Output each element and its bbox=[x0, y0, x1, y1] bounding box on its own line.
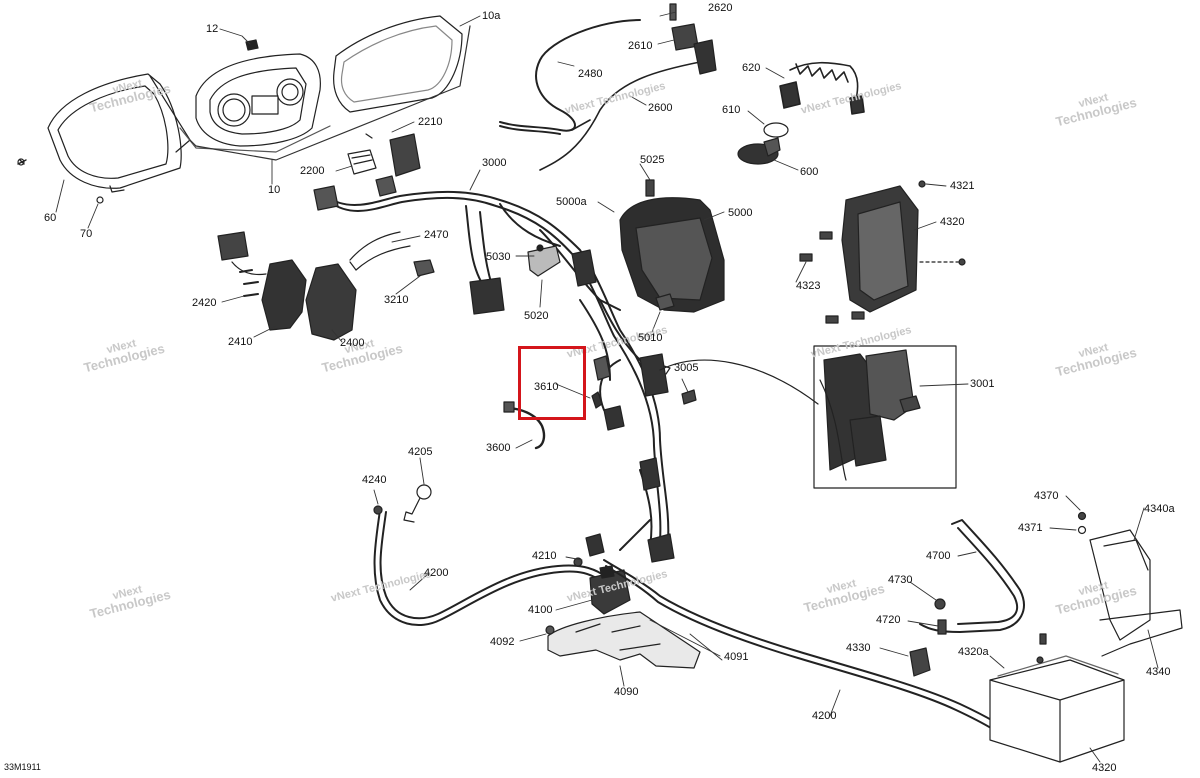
part-label[interactable]: 4320 bbox=[940, 216, 965, 228]
part-5010 bbox=[655, 293, 675, 311]
switch-2400 bbox=[305, 263, 357, 341]
highlight-box-3610 bbox=[518, 346, 586, 420]
part-label[interactable]: 4700 bbox=[926, 550, 951, 562]
module-4320 bbox=[841, 185, 919, 313]
part-label[interactable]: 4730 bbox=[888, 574, 913, 586]
bracket-5030 bbox=[527, 245, 561, 277]
cable-2600 bbox=[539, 61, 701, 171]
part-label[interactable]: 4720 bbox=[876, 614, 901, 626]
part-label[interactable]: 2200 bbox=[300, 165, 325, 177]
part-label[interactable]: 4090 bbox=[614, 686, 639, 698]
nut-4730 bbox=[934, 598, 946, 610]
part-label[interactable]: 5025 bbox=[640, 154, 665, 166]
part-600-knob bbox=[737, 137, 781, 165]
cluster-outline-lines bbox=[189, 25, 471, 161]
part-label[interactable]: 2410 bbox=[228, 336, 253, 348]
part-label[interactable]: 60 bbox=[44, 212, 57, 224]
bolt-4320a bbox=[1039, 633, 1047, 645]
part-label[interactable]: 2620 bbox=[708, 2, 733, 14]
part-label[interactable]: 5000 bbox=[728, 207, 753, 219]
sensor-3210 bbox=[413, 259, 435, 277]
bolt-3005 bbox=[681, 389, 697, 405]
part-label[interactable]: 3001 bbox=[970, 378, 995, 390]
part-label[interactable]: 4320a bbox=[958, 646, 989, 658]
part-label[interactable]: 5000a bbox=[556, 196, 587, 208]
part-label[interactable]: 3000 bbox=[482, 157, 507, 169]
part-label[interactable]: 12 bbox=[206, 23, 219, 35]
cable-2480 bbox=[499, 19, 641, 135]
washer-4371 bbox=[1077, 525, 1087, 535]
battery-4320 bbox=[989, 655, 1125, 763]
cap-4330 bbox=[909, 647, 931, 677]
part-label[interactable]: 3600 bbox=[486, 442, 511, 454]
part-label[interactable]: 2420 bbox=[192, 297, 217, 309]
bolt-4720 bbox=[937, 619, 947, 635]
part-label[interactable]: 10 bbox=[268, 184, 281, 196]
part-2610 bbox=[671, 23, 717, 75]
part-label[interactable]: 2210 bbox=[418, 116, 443, 128]
leader-3001 bbox=[659, 359, 819, 405]
bracket-4340 bbox=[1089, 529, 1183, 657]
part-label[interactable]: 4091 bbox=[724, 651, 749, 663]
part-label[interactable]: 3005 bbox=[674, 362, 699, 374]
connector-3000-rear bbox=[313, 175, 669, 491]
bracket-4090 bbox=[547, 611, 701, 669]
part-label[interactable]: 4371 bbox=[1018, 522, 1043, 534]
part-label[interactable]: 3610 bbox=[534, 381, 559, 393]
cable-4200-right bbox=[603, 519, 1021, 747]
part-label[interactable]: 4092 bbox=[490, 636, 515, 648]
part-label[interactable]: 4200 bbox=[812, 710, 837, 722]
cable-4200-left bbox=[373, 509, 603, 627]
part-label[interactable]: 2400 bbox=[340, 337, 365, 349]
part-label[interactable]: 600 bbox=[800, 166, 819, 178]
part-2620 bbox=[669, 3, 677, 21]
part-label[interactable]: 2480 bbox=[578, 68, 603, 80]
switch-2410 bbox=[261, 259, 307, 331]
part-label[interactable]: 4330 bbox=[846, 642, 871, 654]
part-label[interactable]: 2600 bbox=[648, 102, 673, 114]
connector-4210 bbox=[585, 533, 675, 563]
part-label[interactable]: 4240 bbox=[362, 474, 387, 486]
cable-4700 bbox=[919, 519, 1025, 633]
part-620-coil bbox=[779, 61, 865, 115]
cluster-lens-10a bbox=[333, 15, 463, 113]
part-3610 bbox=[591, 391, 603, 409]
cluster-10 bbox=[179, 53, 331, 153]
part-label[interactable]: 2610 bbox=[628, 40, 653, 52]
standoff-4323 bbox=[799, 231, 865, 324]
part-label[interactable]: 3210 bbox=[384, 294, 409, 306]
part-label[interactable]: 4323 bbox=[796, 280, 821, 292]
bolt-4370 bbox=[1077, 511, 1087, 521]
part-label[interactable]: 4340 bbox=[1146, 666, 1171, 678]
part-label[interactable]: 4340a bbox=[1144, 503, 1175, 515]
terminal-4205 bbox=[403, 484, 432, 523]
module-5000 bbox=[619, 197, 725, 313]
part-label[interactable]: 5030 bbox=[486, 251, 511, 263]
part-label[interactable]: 4100 bbox=[528, 604, 553, 616]
part-2470 bbox=[349, 231, 411, 271]
part-label[interactable]: 610 bbox=[722, 104, 741, 116]
harness-3000 bbox=[325, 190, 670, 547]
connector-2200 bbox=[347, 149, 377, 175]
part-label[interactable]: 4320 bbox=[1092, 762, 1117, 774]
part-label[interactable]: 2470 bbox=[424, 229, 449, 241]
part-label[interactable]: 5010 bbox=[638, 332, 663, 344]
inset-3001 bbox=[813, 345, 957, 489]
part-label[interactable]: 4370 bbox=[1034, 490, 1059, 502]
bolt-5025 bbox=[645, 179, 655, 197]
diagram-code: 33M1911 bbox=[4, 762, 41, 772]
part-label[interactable]: 10a bbox=[482, 10, 501, 22]
part-label[interactable]: 620 bbox=[742, 62, 761, 74]
part-label[interactable]: 4205 bbox=[408, 446, 433, 458]
part-610 bbox=[763, 122, 789, 138]
part-label[interactable]: 4200 bbox=[424, 567, 449, 579]
part-label[interactable]: 5020 bbox=[524, 310, 549, 322]
connector-2420 bbox=[217, 231, 267, 297]
part-label[interactable]: 4210 bbox=[532, 550, 557, 562]
nut-4240 bbox=[373, 505, 383, 515]
part-label[interactable]: 4321 bbox=[950, 180, 975, 192]
part-label[interactable]: 70 bbox=[80, 228, 93, 240]
connector-2210 bbox=[365, 133, 421, 177]
